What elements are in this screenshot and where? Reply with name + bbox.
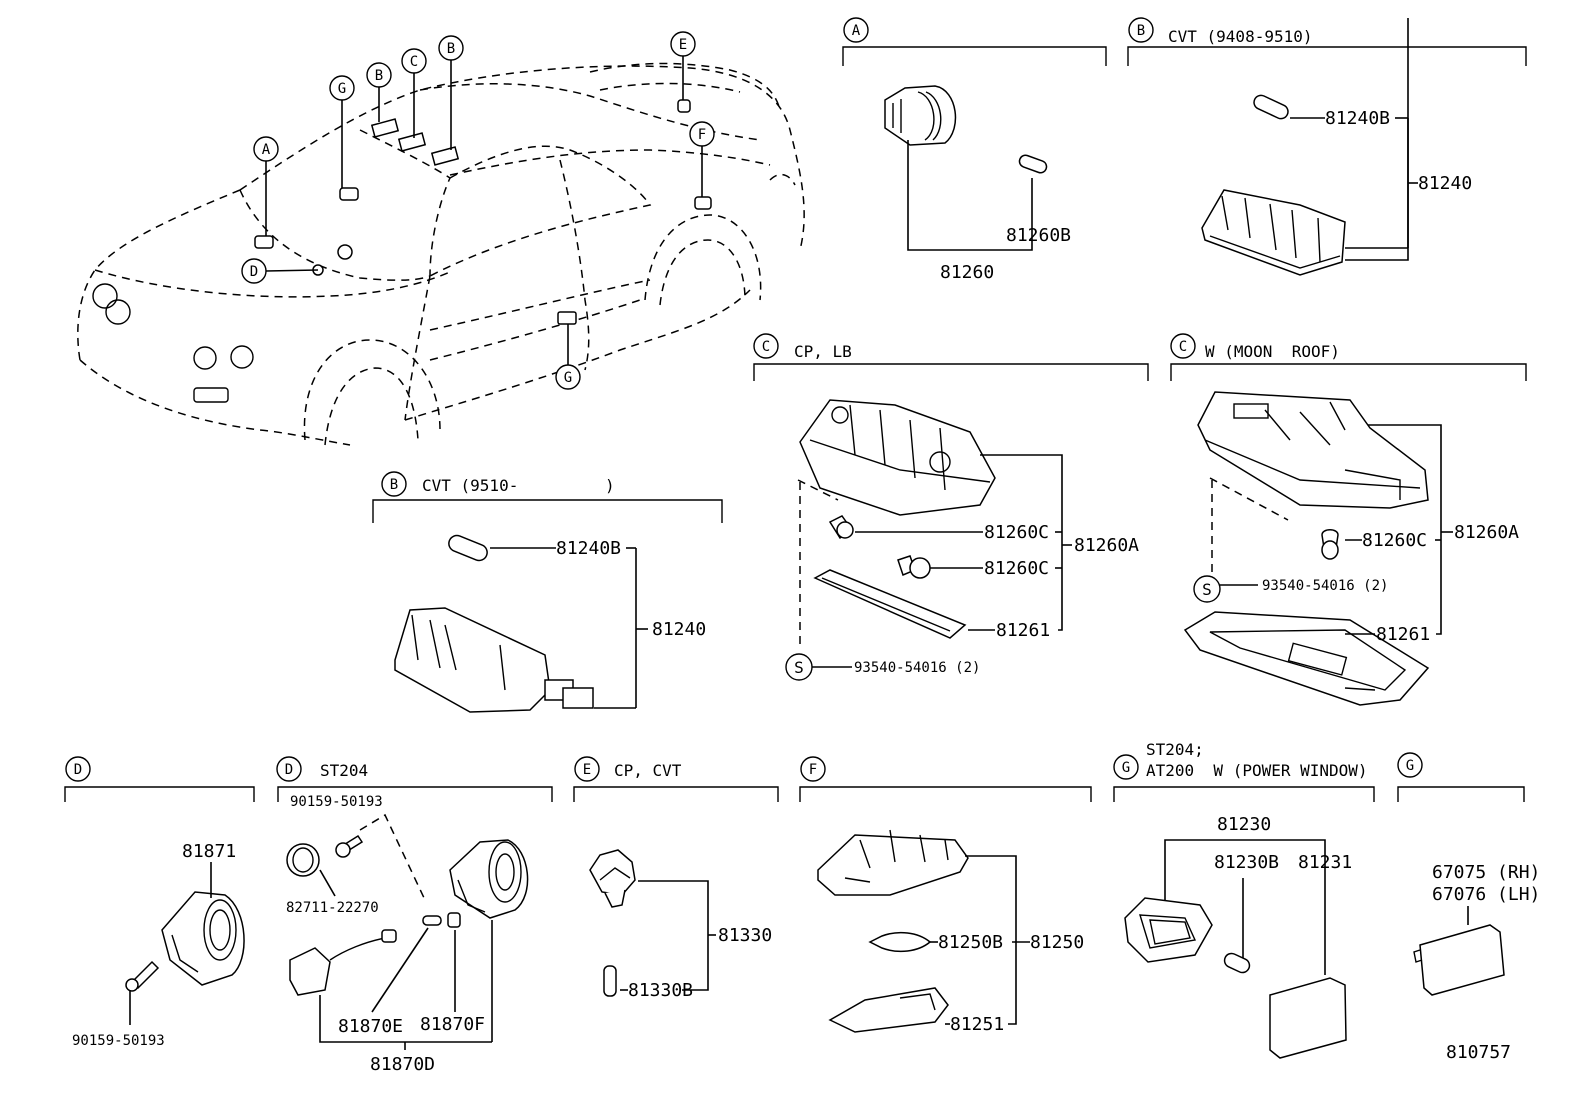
part-81230b: 81230B	[1214, 852, 1279, 873]
part-81261-c2: 81261	[1376, 624, 1430, 645]
car-overview	[77, 62, 805, 446]
callout-e	[670, 31, 696, 57]
section-g1-title-line1: ST204;	[1146, 740, 1204, 759]
part-81260: 81260	[940, 262, 994, 283]
part-90159-50193-d2: 90159-50193	[290, 794, 383, 810]
callout-a-letter: A	[262, 142, 271, 158]
part-90159-50193-d1: 90159-50193	[72, 1033, 165, 1049]
section-e-cp-cvt: E CP, CVT 81330 81330B	[573, 756, 779, 1001]
section-e-title: CP, CVT	[614, 761, 682, 780]
part-81240b-2: 81240B	[556, 538, 621, 559]
callout-f-letter: F	[698, 127, 706, 143]
car-callouts: A B C B E F G D G	[241, 31, 715, 390]
part-81260a-c2: 81260A	[1454, 522, 1519, 543]
part-81870d: 81870D	[370, 1054, 435, 1075]
part-81231: 81231	[1298, 852, 1352, 873]
callout-g-letter: G	[338, 81, 346, 97]
section-a-letter: A	[852, 23, 861, 39]
callout-g2-letter: G	[564, 370, 572, 386]
section-d2-letter: D	[285, 762, 293, 778]
section-b2-letter: B	[390, 477, 398, 493]
section-c-moon-roof: C W (MOON ROOF) 81260C S 93540-54016 (2)…	[1170, 333, 1527, 706]
callout-g2	[555, 364, 581, 390]
section-b-cvt-9408: B CVT (9408-9510) 81240B 81240	[1127, 17, 1527, 276]
part-81250: 81250	[1030, 932, 1084, 953]
callout-g	[329, 75, 355, 101]
part-81330: 81330	[718, 925, 772, 946]
section-g1-title-line2: AT200 W (POWER WINDOW)	[1146, 761, 1368, 780]
callout-b2	[438, 35, 464, 61]
section-c1-title: CP, LB	[794, 342, 852, 361]
c1-screw-symbol: S	[794, 658, 804, 677]
part-67075-rh: 67075 (RH)	[1432, 862, 1540, 883]
section-c2-letter: C	[1179, 339, 1187, 355]
part-81870e: 81870E	[338, 1016, 403, 1037]
part-82711-22270: 82711-22270	[286, 900, 379, 916]
part-81260c-c1b: 81260C	[984, 558, 1049, 579]
part-81260c-c2: 81260C	[1362, 530, 1427, 551]
callout-d-letter: D	[250, 264, 258, 280]
callout-f	[689, 121, 715, 147]
callout-b2-letter: B	[447, 41, 455, 57]
part-81251: 81251	[950, 1014, 1004, 1035]
section-c2-title: W (MOON ROOF)	[1205, 342, 1340, 361]
callout-c-letter: C	[410, 54, 418, 70]
section-c-cp-lb: C CP, LB S 93540-54016 (2) 81260C 81260C…	[753, 333, 1149, 681]
section-b2-title: CVT (9510- )	[422, 476, 615, 495]
part-81260b: 81260B	[1006, 225, 1071, 246]
part-67076-lh: 67076 (LH)	[1432, 884, 1540, 905]
part-81330b: 81330B	[628, 980, 693, 1001]
diagram-id: 810757	[1446, 1042, 1511, 1063]
part-81240: 81240	[1418, 173, 1472, 194]
part-81230: 81230	[1217, 814, 1271, 835]
section-b1-title: CVT (9408-9510)	[1168, 27, 1313, 46]
section-d1-letter: D	[74, 762, 82, 778]
callout-d	[241, 258, 267, 284]
callout-b-letter: B	[375, 68, 383, 84]
part-81871: 81871	[182, 841, 236, 862]
section-g2-letter: G	[1406, 758, 1414, 774]
callout-a	[253, 136, 279, 162]
part-81240-2: 81240	[652, 619, 706, 640]
part-81261-c1: 81261	[996, 620, 1050, 641]
part-81260c-c1a: 81260C	[984, 522, 1049, 543]
part-81250b: 81250B	[938, 932, 1003, 953]
section-c1-letter: C	[762, 339, 770, 355]
part-81260a-c1: 81260A	[1074, 535, 1139, 556]
section-g-st204: G ST204; AT200 W (POWER WINDOW) 81230 81…	[1113, 740, 1375, 1059]
part-93540-54016-c1: 93540-54016 (2)	[854, 660, 980, 676]
part-93540-54016-c2: 93540-54016 (2)	[1262, 578, 1388, 594]
callout-e-letter: E	[679, 37, 687, 53]
section-b1-letter: B	[1137, 23, 1145, 39]
section-f: F 81250B 81250 81251	[799, 756, 1092, 1035]
section-g-door: G 67075 (RH) 67076 (LH)	[1397, 752, 1540, 996]
section-d-base: D 81871 90159-50193	[64, 756, 255, 1049]
section-d-st204: D ST204 90159-50193 82711-22270 81870E 8…	[276, 756, 553, 1075]
section-b-cvt-9510: B CVT (9510- ) 81240B 81240	[372, 471, 723, 713]
part-81870f: 81870F	[420, 1014, 485, 1035]
callout-b	[366, 62, 392, 88]
section-f-letter: F	[809, 762, 817, 778]
section-e-letter: E	[583, 762, 591, 778]
section-a: A 81260B 81260	[842, 17, 1107, 283]
section-d2-title: ST204	[320, 761, 368, 780]
callout-c	[401, 48, 427, 74]
part-81240b: 81240B	[1325, 108, 1390, 129]
section-g1-letter: G	[1122, 760, 1130, 776]
c2-screw-symbol: S	[1202, 580, 1212, 599]
